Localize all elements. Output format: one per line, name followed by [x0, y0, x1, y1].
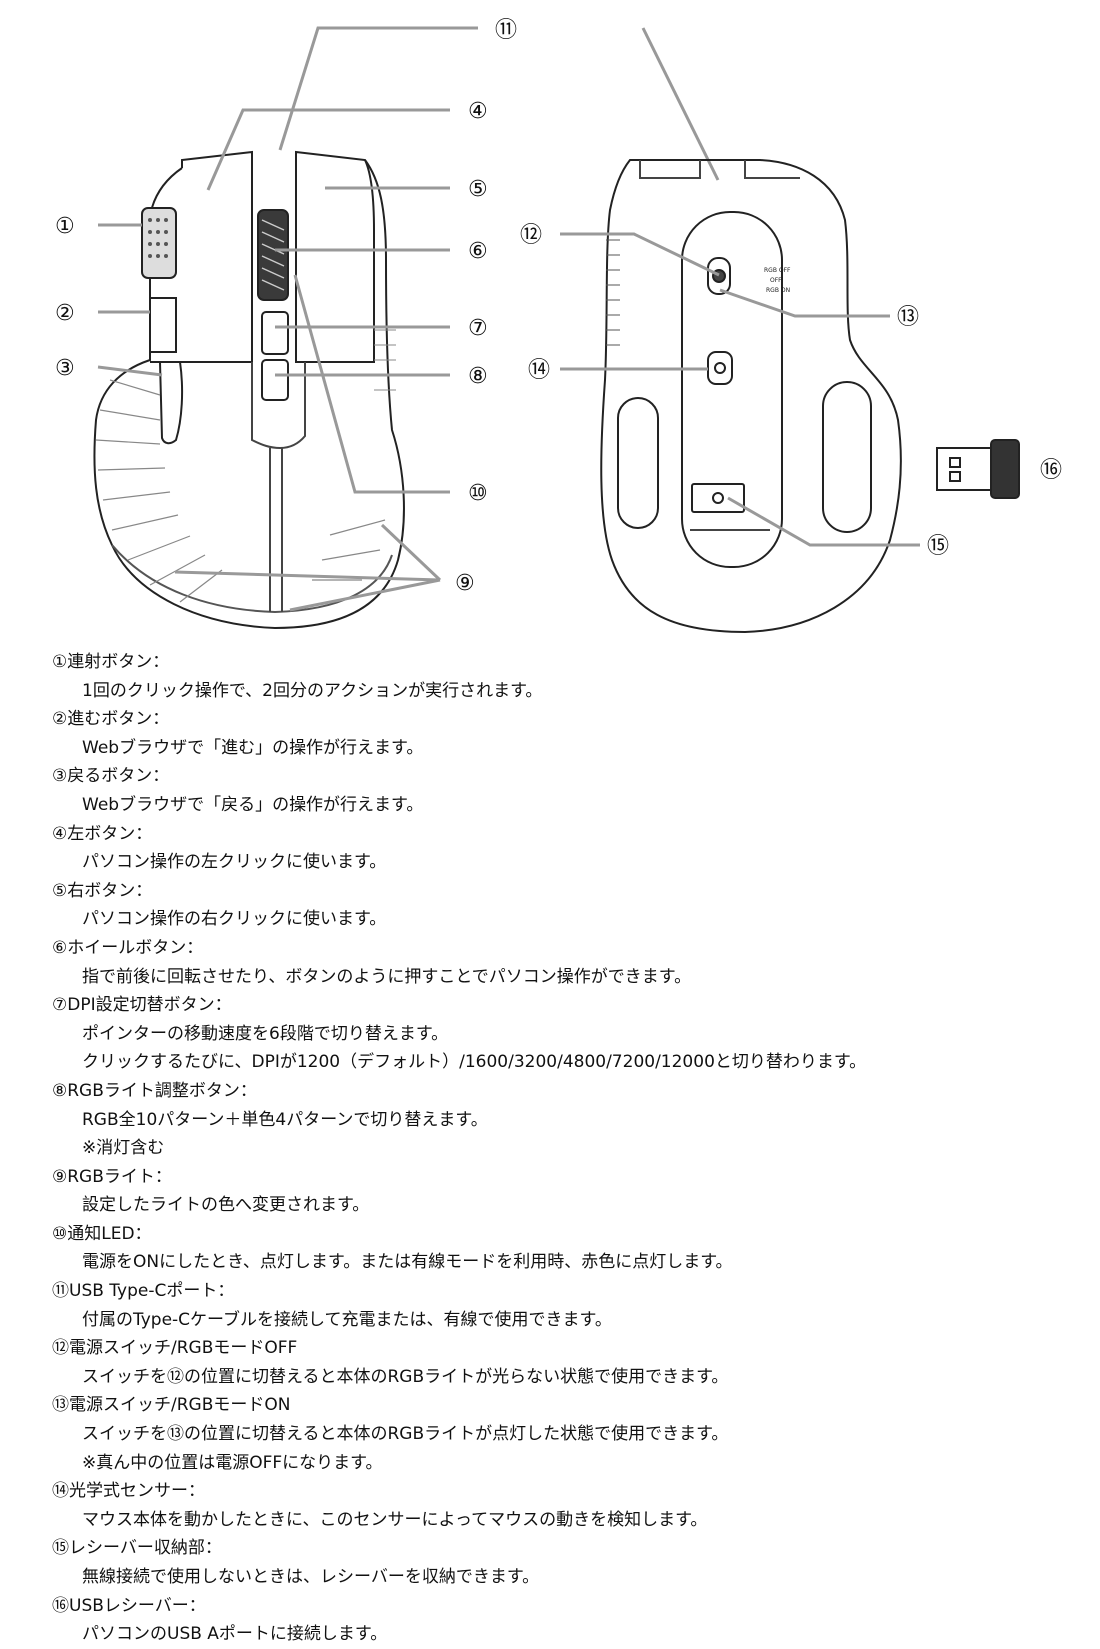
item-right-button: ⑤右ボタン： パソコン操作の右クリックに使います。	[52, 877, 1082, 934]
item-usb-c: ⑪USB Type-Cポート： 付属のType-Cケーブルを接続して充電または、…	[52, 1277, 1082, 1334]
callout-2: ②	[55, 301, 75, 326]
item-line: スイッチを⑫の位置に切替えると本体のRGBライトが光らない状態で使用できます。	[82, 1366, 729, 1387]
item-line: 電源をONにしたとき、点灯します。または有線モードを利用時、赤色に点灯します。	[82, 1252, 733, 1273]
item-title: ⑫電源スイッチ/RGBモードOFF	[52, 1338, 298, 1359]
mouse-bottom-body	[600, 159, 902, 634]
item-title: ⑭光学式センサー：	[52, 1481, 205, 1502]
item-line: Webブラウザで「戻る」の操作が行えます。	[82, 794, 424, 815]
item-line: RGB全10パターン＋単色4パターンで切り替えます。	[82, 1109, 488, 1130]
item-rgb-light: ⑨RGBライト： 設定したライトの色へ変更されます。	[52, 1163, 1082, 1220]
item-line: マウス本体を動かしたときに、このセンサーによってマウスの動きを検知します。	[82, 1509, 708, 1530]
callout-1: ①	[55, 214, 75, 239]
item-line: スイッチを⑬の位置に切替えると本体のRGBライトが点灯した状態で使用できます。	[82, 1424, 729, 1445]
item-line: パソコンのUSB Aポートに接続します。	[82, 1624, 388, 1645]
right-button	[295, 150, 375, 363]
item-title: ⑪USB Type-Cポート：	[52, 1281, 235, 1302]
optical-sensor	[707, 351, 733, 385]
item-dpi: ⑦DPI設定切替ボタン： ポインターの移動速度を6段階で切り替えます。 クリック…	[52, 991, 1082, 1077]
item-left-button: ④左ボタン： パソコン操作の左クリックに使います。	[52, 820, 1082, 877]
callout-11: ⑪	[495, 18, 517, 43]
callout-13: ⑬	[897, 305, 919, 330]
item-receiver-storage: ⑮レシーバー収納部： 無線接続で使用しないときは、レシーバーを収納できます。	[52, 1534, 1082, 1591]
dpi-button	[261, 311, 289, 355]
item-line: クリックするたびに、DPIが1200（デフォルト）/1600/3200/4800…	[82, 1052, 867, 1073]
callout-14: ⑭	[528, 358, 550, 383]
callout-12: ⑫	[520, 223, 542, 248]
item-title: ⑧RGBライト調整ボタン：	[52, 1080, 257, 1101]
item-wheel: ⑥ホイールボタン： 指で前後に回転させたり、ボタンのように押すことでパソコン操作…	[52, 934, 1082, 991]
item-title: ⑥ホイールボタン：	[52, 937, 204, 958]
item-title: ④左ボタン：	[52, 823, 153, 844]
callout-9: ⑨	[455, 571, 475, 596]
item-title: ①連射ボタン：	[52, 652, 170, 672]
item-line: ポインターの移動速度を6段階で切り替えます。	[82, 1023, 449, 1044]
mouse-top-view	[93, 150, 405, 630]
item-line: ※消灯含む	[82, 1138, 165, 1159]
forward-button	[149, 297, 177, 353]
item-title: ⑮レシーバー収納部：	[52, 1538, 222, 1559]
mouse-diagram: RGB OFF OFF RGB ON ⑪ ④ ⑤ ⑥ ⑦ ⑧ ⑩ ⑨ ① ② ③…	[55, 18, 1062, 634]
item-sensor: ⑭光学式センサー： マウス本体を動かしたときに、このセンサーによってマウスの動き…	[52, 1477, 1082, 1534]
item-title: ⑨RGBライト：	[52, 1166, 172, 1187]
callout-8: ⑧	[468, 364, 488, 389]
switch-label-rgb-off: RGB OFF	[764, 267, 791, 274]
item-line: Webブラウザで「進む」の操作が行えます。	[82, 737, 424, 758]
item-switch-rgb-off: ⑫電源スイッチ/RGBモードOFF スイッチを⑫の位置に切替えると本体のRGBラ…	[52, 1334, 1082, 1391]
item-line: 付属のType-Cケーブルを接続して充電または、有線で使用できます。	[82, 1309, 612, 1330]
mouse-top-body	[93, 159, 405, 630]
rgb-button	[261, 359, 289, 401]
item-title: ⑩通知LED：	[52, 1223, 152, 1244]
callout-4: ④	[468, 99, 488, 124]
item-title: ③戻るボタン：	[52, 766, 170, 787]
parts-description-list: ①連射ボタン： 1回のクリック操作で、2回分のアクションが実行されます。 ②進む…	[52, 648, 1082, 1649]
callout-5: ⑤	[468, 177, 488, 202]
item-usb-receiver: ⑯USBレシーバー： パソコンのUSB Aポートに接続します。	[52, 1592, 1082, 1649]
item-title: ⑤右ボタン：	[52, 880, 153, 901]
item-title: ⑦DPI設定切替ボタン：	[52, 995, 232, 1016]
switch-label-rgb-on: RGB ON	[766, 287, 790, 294]
callout-15: ⑮	[927, 534, 949, 559]
callout-10: ⑩	[468, 481, 488, 506]
item-title: ⑯USBレシーバー：	[52, 1595, 206, 1616]
item-back: ③戻るボタン： Webブラウザで「戻る」の操作が行えます。	[52, 762, 1082, 819]
back-button	[158, 361, 184, 445]
item-line: パソコン操作の左クリックに使います。	[82, 852, 387, 873]
receiver-storage	[691, 483, 745, 513]
item-forward: ②進むボタン： Webブラウザで「進む」の操作が行えます。	[52, 705, 1082, 762]
left-button	[150, 150, 253, 363]
item-title: ②進むボタン：	[52, 709, 170, 730]
switch-labels: RGB OFF OFF RGB ON	[764, 267, 791, 294]
scroll-wheel	[257, 209, 289, 301]
item-title: ⑬電源スイッチ/RGBモードON	[52, 1395, 291, 1416]
item-line: 1回のクリック操作で、2回分のアクションが実行されます。	[82, 680, 543, 701]
item-switch-rgb-on: ⑬電源スイッチ/RGBモードON スイッチを⑬の位置に切替えると本体のRGBライ…	[52, 1391, 1082, 1477]
usb-receiver	[936, 439, 1020, 499]
item-led: ⑩通知LED： 電源をONにしたとき、点灯します。または有線モードを利用時、赤色…	[52, 1220, 1082, 1277]
item-line: 無線接続で使用しないときは、レシーバーを収納できます。	[82, 1567, 540, 1587]
mouse-bottom-view	[600, 159, 902, 634]
item-line: ※真ん中の位置は電源OFFになります。	[82, 1452, 383, 1473]
switch-label-off: OFF	[770, 277, 782, 284]
item-line: 指で前後に回転させたり、ボタンのように押すことでパソコン操作ができます。	[82, 966, 692, 987]
item-line: パソコン操作の右クリックに使います。	[82, 909, 387, 930]
callout-3: ③	[55, 356, 75, 381]
callout-6: ⑥	[468, 239, 488, 264]
item-rapid-fire: ①連射ボタン： 1回のクリック操作で、2回分のアクションが実行されます。	[52, 648, 1082, 705]
callout-16: ⑯	[1040, 458, 1062, 483]
power-switch	[707, 257, 731, 295]
callouts: ⑪ ④ ⑤ ⑥ ⑦ ⑧ ⑩ ⑨ ① ② ③ ⑫ ⑬ ⑭ ⑮ ⑯	[55, 18, 1062, 596]
callout-7: ⑦	[468, 316, 488, 341]
item-line: 設定したライトの色へ変更されます。	[82, 1195, 370, 1216]
item-rgb-adjust: ⑧RGBライト調整ボタン： RGB全10パターン＋単色4パターンで切り替えます。…	[52, 1077, 1082, 1163]
